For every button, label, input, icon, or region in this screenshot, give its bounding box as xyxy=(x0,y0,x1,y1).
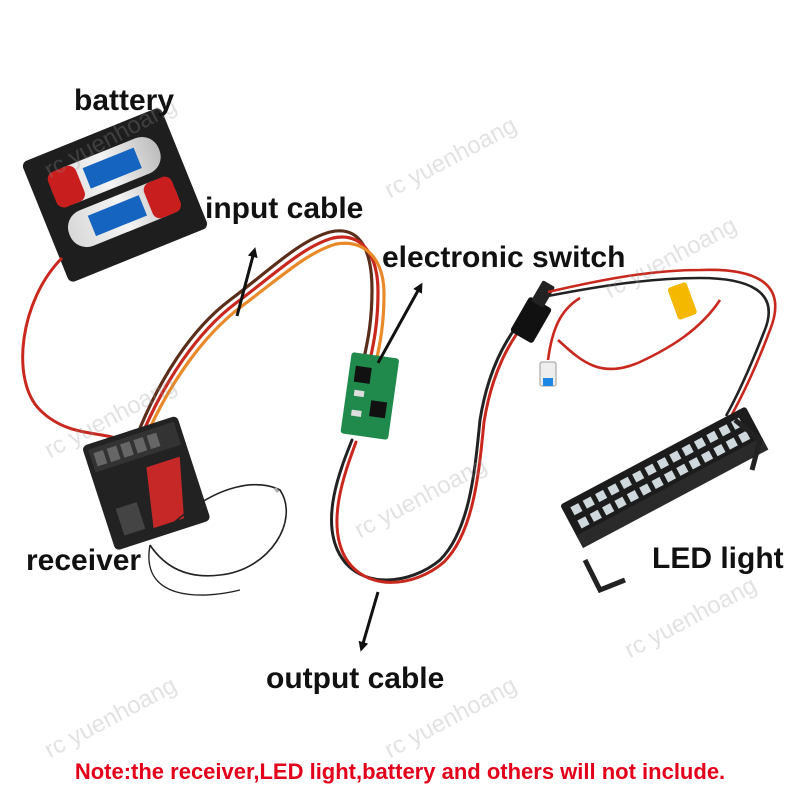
receiver-antenna xyxy=(149,483,288,577)
output-cable xyxy=(330,313,531,584)
led-wires xyxy=(546,268,777,419)
label-output-cable: output cable xyxy=(266,662,445,695)
arrow-input-cable xyxy=(235,247,258,317)
label-led-light: LED light xyxy=(652,542,784,575)
electronic-switch-board xyxy=(340,352,399,440)
disclaimer-note: Note:the receiver,LED light,battery and … xyxy=(74,759,726,784)
label-receiver: receiver xyxy=(26,544,142,577)
battery-pack xyxy=(22,108,208,282)
callout-arrows xyxy=(235,247,423,652)
arrow-electronic-switch xyxy=(376,282,423,364)
label-input-cable: input cable xyxy=(205,192,364,225)
output-connector xyxy=(510,280,555,343)
battery-wire xyxy=(21,256,124,444)
cable-tie xyxy=(667,282,697,320)
receiver-unit xyxy=(83,416,210,550)
arrow-output-cable xyxy=(358,591,380,652)
label-battery: battery xyxy=(74,84,175,117)
label-electronic-switch: electronic switch xyxy=(382,241,626,274)
mini-switch xyxy=(539,361,557,387)
led-light-bar xyxy=(561,407,769,594)
input-cable xyxy=(138,229,386,434)
